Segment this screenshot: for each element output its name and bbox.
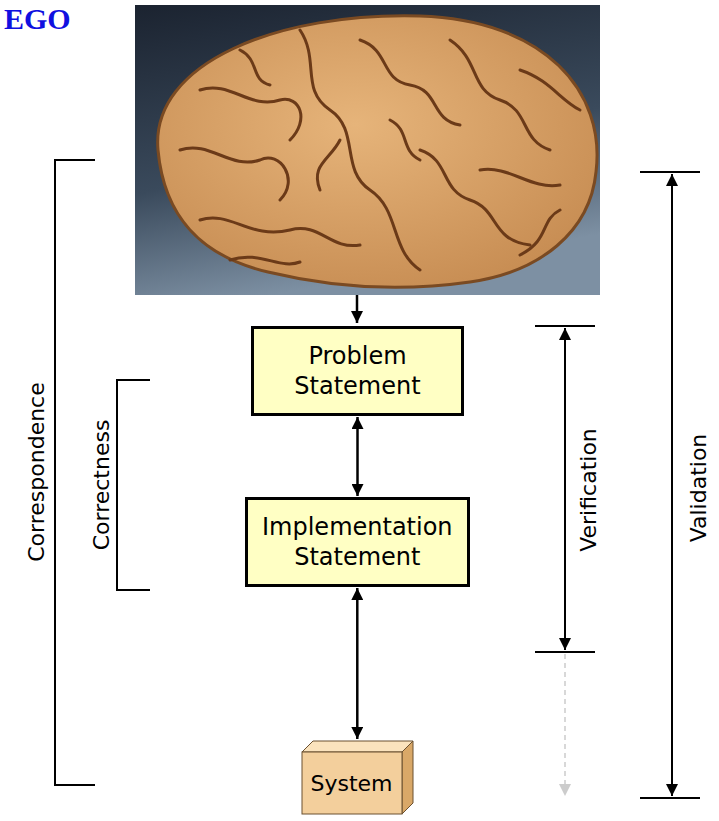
node-text: Problem Statement xyxy=(294,341,420,401)
connector-arrow xyxy=(356,588,359,739)
brain-arrow xyxy=(356,295,359,323)
bracket-label: Correspondence xyxy=(24,382,49,561)
system-cube: System xyxy=(301,740,414,815)
verification-arrow xyxy=(535,326,595,796)
arrow-label: Validation xyxy=(686,434,711,543)
connector-arrow xyxy=(356,417,359,496)
brain-picture xyxy=(135,5,600,295)
process-box: Problem Statement xyxy=(251,326,464,416)
node-text: System xyxy=(301,752,402,815)
title-fragment: EGO xyxy=(4,2,71,36)
arrow-label: Verification xyxy=(576,428,601,552)
bracket-label: Correctness xyxy=(89,420,114,551)
node-text: Implementation Statement xyxy=(262,512,453,572)
process-box: Implementation Statement xyxy=(245,497,470,587)
correctness-bracket xyxy=(117,380,150,590)
